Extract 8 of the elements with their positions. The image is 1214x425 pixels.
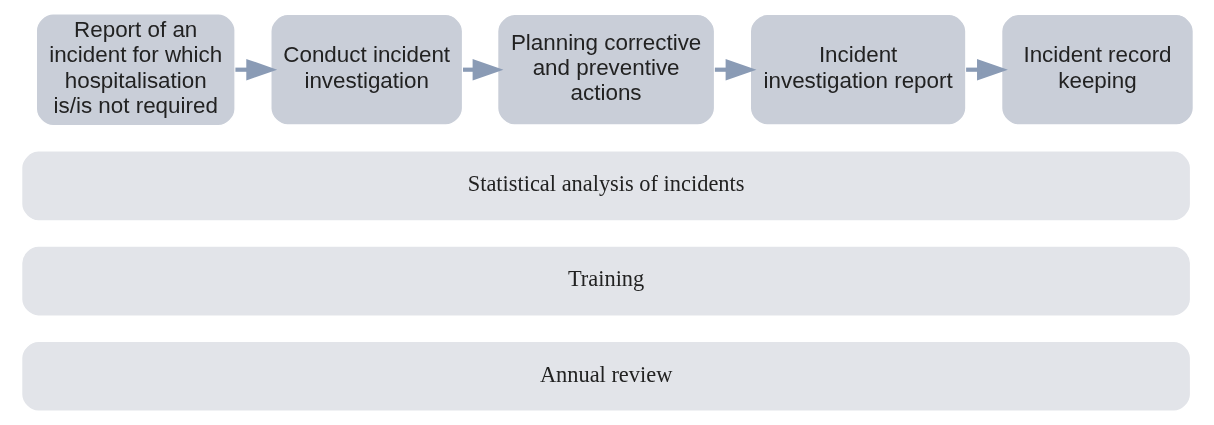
node-box: Incident investigation report bbox=[749, 13, 967, 126]
node-box: Planning corrective and preventive actions bbox=[496, 13, 715, 126]
node-box: Conduct incident investigation bbox=[269, 13, 463, 126]
node-box: Report of an incident for which hospitalisation is/is not required bbox=[35, 13, 236, 127]
node-box: Statistical analysis of incidents bbox=[20, 150, 1191, 222]
node-box: Incident record keeping bbox=[1000, 13, 1194, 126]
node-box: Annual review bbox=[20, 340, 1191, 412]
node-box: Training bbox=[20, 245, 1191, 317]
